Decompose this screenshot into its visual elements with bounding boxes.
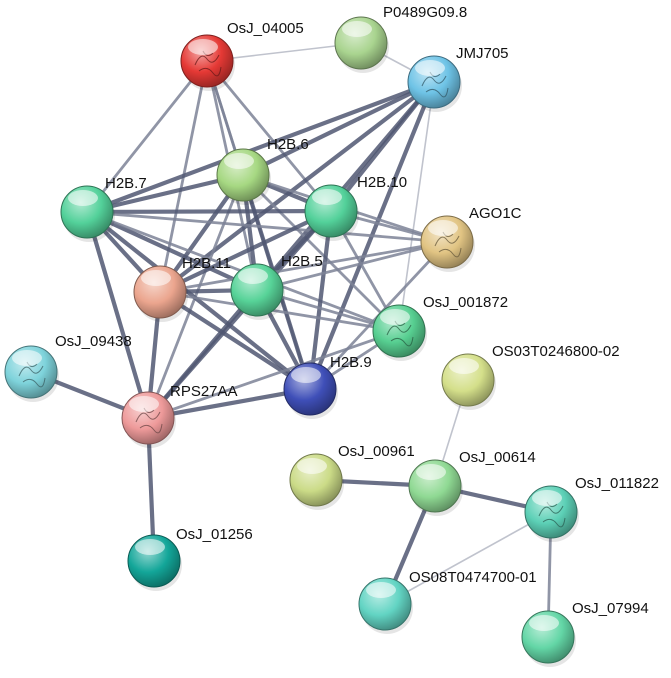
node-glare: [416, 464, 446, 480]
node-glare: [68, 190, 98, 206]
node-osj-01256[interactable]: [127, 534, 182, 591]
edge-osj-04005-h2b-7: [85, 59, 209, 214]
node-label-ago1c: AGO1C: [469, 205, 522, 222]
node-label-h2b-5: H2B.5: [281, 253, 323, 270]
edge-jmj705-h2b-5: [254, 79, 437, 293]
node-glare: [238, 268, 268, 284]
edge-osj-011822-os08t0474700-01: [384, 511, 552, 605]
edge-jmj705-osj-001872: [398, 81, 435, 332]
node-label-osj-09438: OsJ_09438: [55, 333, 132, 350]
edge-h2b-7-h2b-5: [84, 209, 260, 293]
node-glare: [188, 39, 218, 55]
node-glare: [297, 458, 327, 474]
node-label-h2b-10: H2B.10: [357, 174, 407, 191]
node-rps27aa[interactable]: [121, 391, 176, 448]
node-glare: [532, 490, 562, 506]
edge-h2b-7-ago1c: [85, 210, 449, 244]
node-h2b-10[interactable]: [304, 184, 359, 241]
node-glare: [291, 367, 321, 383]
node-glare: [12, 350, 42, 366]
edge-rps27aa-osj-001872: [146, 329, 401, 420]
node-label-os08t0474700-01: OS08T0474700-01: [409, 569, 537, 586]
node-glare: [342, 21, 372, 37]
node-osj-011822[interactable]: [524, 485, 579, 542]
node-osj-00614[interactable]: [408, 459, 463, 516]
node-glare: [129, 396, 159, 412]
node-osj-09438[interactable]: [4, 345, 59, 402]
node-label-osj-00614: OsJ_00614: [459, 449, 536, 466]
node-h2b-6[interactable]: [216, 148, 271, 205]
node-label-h2b-9: H2B.9: [330, 354, 372, 371]
node-jmj705[interactable]: [407, 55, 462, 112]
node-label-rps27aa: RPS27AA: [170, 383, 238, 400]
node-label-osj-07994: OsJ_07994: [572, 600, 649, 617]
node-p0489g09-8[interactable]: [334, 16, 389, 73]
edge-jmj705-h2b-6: [240, 79, 437, 178]
node-glare: [529, 615, 559, 631]
node-os03t0246800-02[interactable]: [441, 353, 496, 410]
node-label-osj-04005: OsJ_04005: [227, 20, 304, 37]
node-label-p0489g09-8: P0489G09.8: [383, 4, 467, 21]
nodes-layer: [4, 16, 579, 667]
edge-h2b-11-h2b-9: [157, 289, 313, 392]
node-os08t0474700-01[interactable]: [358, 577, 413, 634]
edge-h2b-9-rps27aa: [145, 386, 313, 421]
edge-h2b-7-h2b-9: [84, 209, 313, 392]
edge-jmj705-h2b-7: [84, 79, 437, 215]
node-glare: [224, 153, 254, 169]
node-label-h2b-6: H2B.6: [267, 136, 309, 153]
node-label-h2b-11: H2B.11: [182, 255, 231, 272]
node-glare: [135, 539, 165, 555]
node-label-h2b-7: H2B.7: [105, 175, 147, 192]
edge-h2b-5-rps27aa: [145, 287, 260, 421]
edges-layer: [28, 42, 554, 639]
edge-h2b-11-osj-001872: [158, 290, 401, 333]
node-ago1c[interactable]: [420, 215, 475, 272]
edge-h2b-6-h2b-7: [84, 172, 246, 215]
edge-h2b-5-ago1c: [255, 240, 449, 292]
node-label-osj-011822: OsJ_011822: [575, 475, 659, 492]
edge-h2b-10-h2b-11: [157, 208, 334, 295]
node-h2b-7[interactable]: [60, 185, 115, 242]
node-osj-04005[interactable]: [180, 34, 235, 91]
edge-h2b-7-h2b-10: [84, 208, 334, 215]
node-osj-00961[interactable]: [289, 453, 344, 510]
node-h2b-9[interactable]: [283, 362, 338, 419]
node-glare: [415, 60, 445, 76]
node-label-osj-01256: OsJ_01256: [176, 526, 253, 543]
node-osj-001872[interactable]: [372, 304, 427, 361]
node-glare: [380, 309, 410, 325]
node-glare: [141, 270, 171, 286]
node-osj-07994[interactable]: [521, 610, 576, 667]
edge-h2b-6-osj-001872: [241, 173, 401, 333]
edge-osj-04005-h2b-10: [205, 59, 333, 213]
node-glare: [366, 582, 396, 598]
node-h2b-11[interactable]: [133, 265, 188, 322]
node-label-osj-00961: OsJ_00961: [338, 443, 415, 460]
edge-h2b-11-ago1c: [158, 240, 449, 294]
node-label-osj-001872: OsJ_001872: [423, 294, 508, 311]
node-h2b-5[interactable]: [230, 263, 285, 320]
edge-h2b-7-rps27aa: [84, 209, 151, 421]
node-glare: [428, 220, 458, 236]
node-glare: [449, 358, 479, 374]
node-glare: [312, 189, 342, 205]
node-label-jmj705: JMJ705: [456, 45, 509, 62]
node-label-os03t0246800-02: OS03T0246800-02: [492, 343, 620, 360]
